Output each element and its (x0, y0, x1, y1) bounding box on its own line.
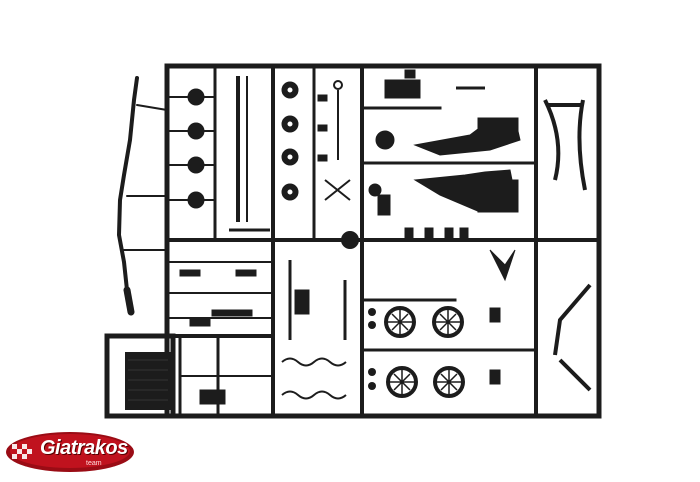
spring-part (281, 357, 347, 400)
watermark-tagline: team (86, 460, 102, 467)
watermark-brand: Giatrakos (40, 437, 128, 459)
spoked-wheels (368, 306, 465, 398)
gear-parts (281, 81, 328, 201)
small-parts (179, 227, 516, 405)
pulley-parts (167, 88, 215, 209)
linkage-part (324, 80, 359, 249)
engine-parts (368, 69, 521, 216)
radiator-part (125, 352, 171, 410)
side-rail-part (116, 76, 168, 316)
logo-badge (6, 432, 134, 472)
bracket-parts (543, 99, 592, 392)
long-bar-parts (229, 76, 270, 232)
